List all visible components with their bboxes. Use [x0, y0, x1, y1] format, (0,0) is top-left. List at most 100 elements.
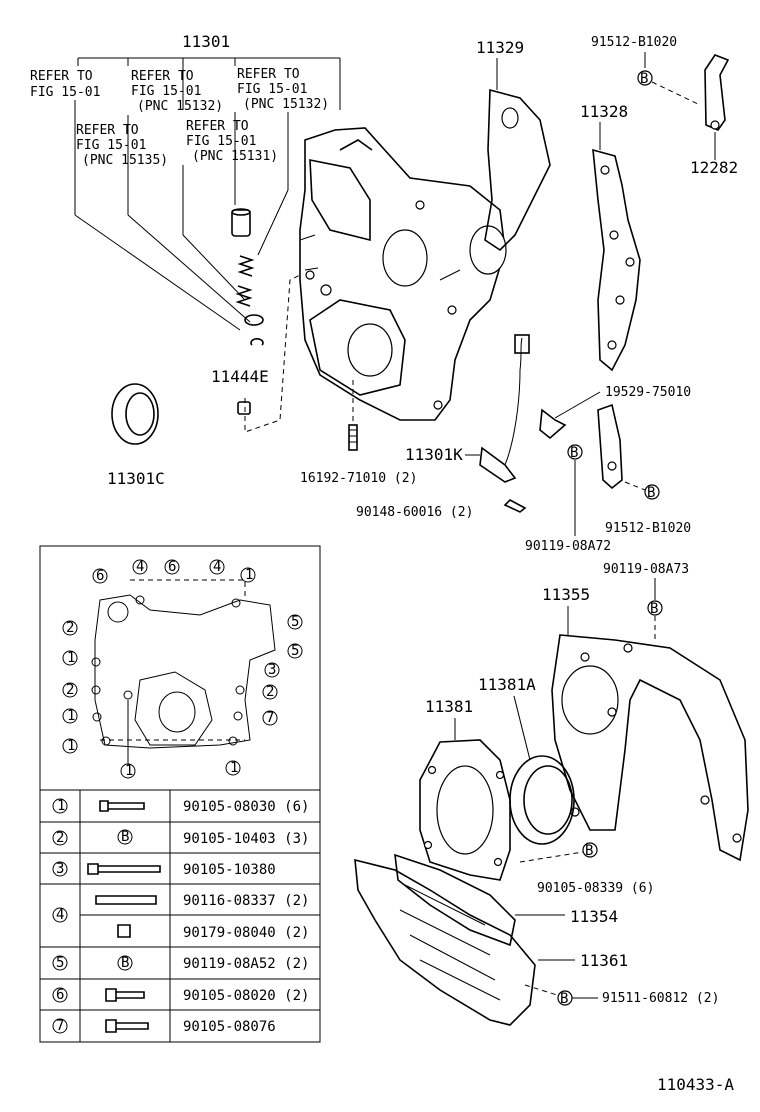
marker-letter: B: [121, 829, 129, 845]
ref-text: FIG 15-01: [237, 82, 307, 97]
table-part-number: 90105-08076: [183, 1019, 276, 1035]
part-label-91512-b1020-top[interactable]: 91512-B1020: [591, 35, 677, 50]
timing-chain-cover[interactable]: [299, 127, 507, 421]
part-label-11355[interactable]: 11355: [542, 585, 590, 604]
leader-dash: [524, 984, 558, 996]
part-label-11329[interactable]: 11329: [476, 38, 524, 57]
marker-letter: B: [647, 485, 655, 501]
oil-pan-baffle-11354[interactable]: [394, 853, 516, 947]
bracket-19529[interactable]: [539, 408, 567, 440]
ref-text: FIG 15-01: [30, 85, 100, 100]
rear-oil-seal-11381a[interactable]: [509, 755, 575, 845]
dowel-pin-11444e[interactable]: [237, 401, 251, 415]
tensioner-plunger[interactable]: [231, 208, 251, 237]
inset-marker: 1: [67, 738, 75, 754]
inset-marker: 2: [66, 682, 74, 698]
bolt-marker-b-90105-08339[interactable]: B: [582, 842, 598, 859]
ref-note-pnc-15131[interactable]: REFER TO FIG 15-01 (PNC 15131): [186, 119, 278, 164]
part-label-11301k[interactable]: 11301K: [405, 445, 463, 464]
ref-text: (PNC 15132): [137, 99, 223, 114]
table-row[interactable]: 5 B 90119-08A52 (2): [52, 955, 309, 972]
part-label-16192-71010[interactable]: 16192-71010 (2): [300, 471, 417, 486]
flywheel-housing-cover-11361[interactable]: [354, 858, 536, 1026]
inset-marker: 1: [245, 567, 253, 583]
part-label-91512-b1020-lower[interactable]: 91512-B1020: [605, 521, 691, 536]
table-row-number: 6: [56, 987, 64, 1003]
bracket-12282[interactable]: [704, 54, 730, 131]
part-label-11301[interactable]: 11301: [182, 32, 230, 51]
inset-marker: 4: [213, 559, 221, 575]
table-row[interactable]: 1 90105-08030 (6): [52, 798, 309, 815]
inset-cover-inner: [134, 671, 213, 746]
bolt-marker-b-90119-08a73[interactable]: B: [647, 600, 663, 617]
crank-position-sensor-11301k[interactable]: [479, 334, 530, 483]
table-row[interactable]: 6 90105-08020 (2): [52, 987, 309, 1004]
table-row[interactable]: 3 90105-10380: [52, 861, 276, 878]
b-marker-icon: [117, 829, 133, 845]
ref-note-pnc-15132-b[interactable]: REFER TO FIG 15-01 (PNC 15132): [237, 67, 329, 112]
part-label-90148-60016[interactable]: 90148-60016 (2): [356, 505, 473, 520]
gasket-11328[interactable]: [592, 148, 641, 372]
part-label-11301c[interactable]: 11301C: [107, 469, 165, 488]
table-row[interactable]: 90179-08040 (2): [117, 924, 309, 941]
bolt-marker-b-top[interactable]: B: [637, 70, 653, 87]
part-label-90119-08a72[interactable]: 90119-08A72: [525, 539, 611, 554]
table-part-number: 90105-08030 (6): [183, 799, 309, 815]
bolt-location-inset: 6 4 6 4 1 2 1 2 1 1 5 5 3 2 7 1 1: [39, 545, 321, 791]
table-row-number: 2: [56, 830, 64, 846]
table-row[interactable]: 7 90105-08076: [52, 1018, 276, 1035]
ref-note-pnc-15132-a[interactable]: REFER TO FIG 15-01 (PNC 15132): [131, 69, 223, 114]
inset-marker: 1: [125, 763, 133, 779]
table-part-number: 90105-10380: [183, 862, 276, 878]
bracket-lower-right[interactable]: [597, 403, 623, 490]
gasket-11329[interactable]: [484, 88, 551, 252]
part-label-90119-08a73[interactable]: 90119-08A73: [603, 562, 689, 577]
inset-crank-bore: [158, 691, 196, 733]
part-label-11354[interactable]: 11354: [570, 907, 618, 926]
bolt-90148[interactable]: [503, 499, 527, 513]
part-label-19529-75010[interactable]: 19529-75010: [605, 385, 691, 400]
tensioner-spring[interactable]: [235, 255, 255, 307]
table-part-number: 90179-08040 (2): [183, 925, 309, 941]
flange-bolt-icon: [105, 988, 145, 1002]
ref-text: REFER TO: [131, 69, 194, 84]
inset-marker: 2: [266, 684, 274, 700]
inset-marker: 2: [66, 620, 74, 636]
table-row[interactable]: 2 B 90105-10403 (3): [52, 829, 309, 847]
part-label-11444e[interactable]: 11444E: [211, 367, 269, 386]
oil-seal-11301c[interactable]: [111, 383, 159, 445]
bolt-table: 1 90105-08030 (6) 2 B 90105-10403 (3) 3 …: [39, 789, 321, 1043]
part-label-11361[interactable]: 11361: [580, 951, 628, 970]
part-label-90105-08339[interactable]: 90105-08339 (6): [537, 881, 654, 896]
table-row[interactable]: 4 90116-08337 (2): [52, 893, 309, 923]
leader-dash: [519, 851, 584, 863]
bolt-marker-b-91512-lower[interactable]: B: [644, 484, 660, 501]
leader-dash: [624, 481, 646, 491]
part-label-11381[interactable]: 11381: [425, 697, 473, 716]
inset-marker: 6: [96, 568, 104, 584]
b-marker-icon: [117, 955, 133, 971]
inset-marker: 5: [291, 614, 299, 630]
ref-note-fig-15-01[interactable]: REFER TO FIG 15-01: [30, 69, 100, 100]
leader-19529: [554, 391, 601, 419]
clip-washer[interactable]: [244, 314, 264, 346]
table-row-number: 7: [56, 1018, 64, 1034]
bolt-icon: [105, 1019, 149, 1033]
part-label-12282[interactable]: 12282: [690, 158, 738, 177]
ref-text: (PNC 15135): [82, 153, 168, 168]
inset-marker: 1: [67, 708, 75, 724]
rear-end-plate-11355[interactable]: [551, 634, 749, 862]
ref-leader-lines: [74, 100, 289, 331]
nut-icon: [117, 924, 131, 938]
ref-note-pnc-15135[interactable]: REFER TO FIG 15-01 (PNC 15135): [76, 123, 168, 168]
inset-marker: 6: [168, 559, 176, 575]
marker-letter: B: [585, 843, 593, 859]
part-label-91511-60812[interactable]: 91511-60812 (2): [602, 991, 719, 1006]
bolt-marker-b-91511[interactable]: B: [557, 990, 573, 1007]
ref-text: REFER TO: [237, 67, 300, 82]
oil-seal-retainer-11381[interactable]: [419, 739, 511, 881]
part-label-11328[interactable]: 11328: [580, 102, 628, 121]
bolt-marker-b-90119-08a72[interactable]: B: [567, 444, 583, 461]
stud-16192[interactable]: [348, 424, 358, 451]
part-label-11381a[interactable]: 11381A: [478, 675, 536, 694]
